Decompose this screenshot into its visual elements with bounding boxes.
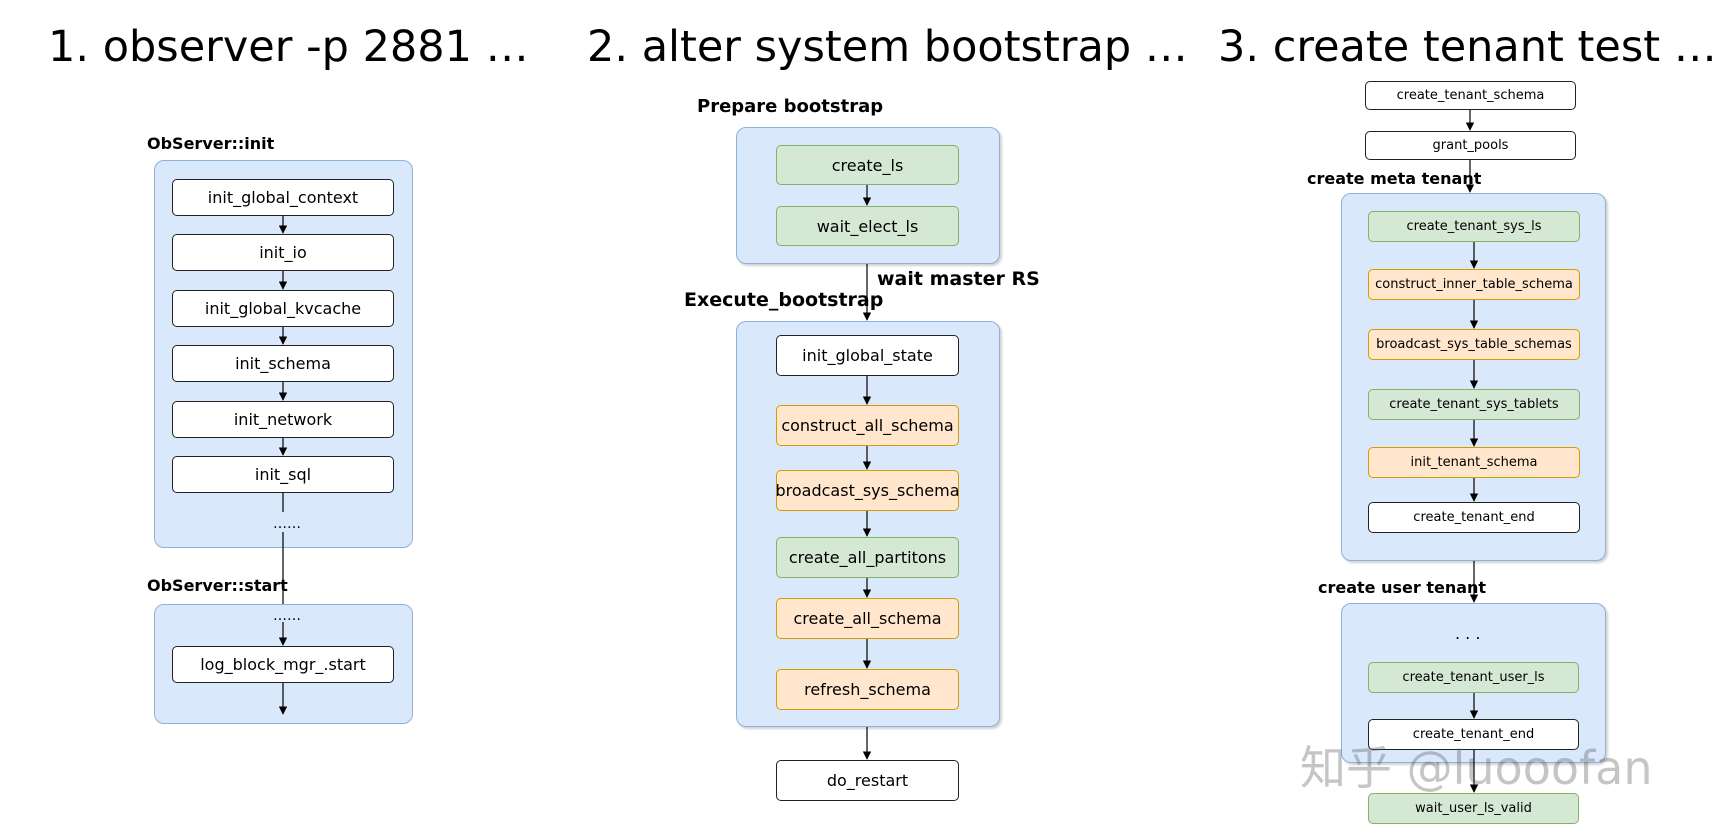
construct-inner-table-schema-node: construct_inner_table_schema xyxy=(1368,269,1580,300)
wait-elect-ls-node: wait_elect_ls xyxy=(776,206,959,246)
grant-pools-node: grant_pools xyxy=(1365,131,1576,160)
wait-user-ls-valid-node: wait_user_ls_valid xyxy=(1368,793,1579,824)
init-ellipsis: …… xyxy=(273,516,301,532)
observer-init-label: ObServer::init xyxy=(147,134,275,153)
start-ellipsis: …… xyxy=(273,608,301,624)
prepare-bootstrap-label: Prepare bootstrap xyxy=(697,96,884,117)
init-schema-node: init_schema xyxy=(172,345,394,382)
init-global-kvcache-node: init_global_kvcache xyxy=(172,290,394,327)
step2-title: 2. alter system bootstrap … xyxy=(587,22,1188,72)
execute-bootstrap-label: Execute_bootstrap xyxy=(684,289,884,311)
broadcast-sys-table-schemas-node: broadcast_sys_table_schemas xyxy=(1368,329,1580,360)
init-io-node: init_io xyxy=(172,234,394,271)
broadcast-sys-schema-node: broadcast_sys_schema xyxy=(776,470,960,511)
create-tenant-end-meta-node: create_tenant_end xyxy=(1368,502,1580,533)
execute-bootstrap-panel xyxy=(736,321,1000,727)
create-tenant-sys-tablets-node: create_tenant_sys_tablets xyxy=(1368,389,1580,420)
create-meta-tenant-label: create meta tenant xyxy=(1307,169,1482,188)
create-all-partitons-node: create_all_partitons xyxy=(776,537,959,578)
construct-all-schema-node: construct_all_schema xyxy=(776,405,959,446)
create-all-schema-node: create_all_schema xyxy=(776,598,959,639)
create-tenant-end-user-node: create_tenant_end xyxy=(1368,719,1579,750)
refresh-schema-node: refresh_schema xyxy=(776,669,959,710)
create-tenant-user-ls-node: create_tenant_user_ls xyxy=(1368,662,1579,693)
create-tenant-schema-node: create_tenant_schema xyxy=(1365,81,1576,110)
observer-start-label: ObServer::start xyxy=(147,576,288,595)
do-restart-node: do_restart xyxy=(776,760,959,801)
step1-title: 1. observer -p 2881 … xyxy=(48,22,529,72)
init-tenant-schema-node: init_tenant_schema xyxy=(1368,447,1580,478)
init-network-node: init_network xyxy=(172,401,394,438)
zhihu-watermark: 知乎 @luooofan xyxy=(1300,741,1653,795)
init-global-state-node: init_global_state xyxy=(776,335,959,376)
create-user-tenant-label: create user tenant xyxy=(1318,578,1487,597)
create-ls-node: create_ls xyxy=(776,145,959,185)
wait-master-rs-label: wait master RS xyxy=(877,268,1040,290)
step3-title: 3. create tenant test … xyxy=(1218,22,1717,72)
init-sql-node: init_sql xyxy=(172,456,394,493)
init-global-context-node: init_global_context xyxy=(172,179,394,216)
user-tenant-ellipsis: . . . xyxy=(1455,624,1481,643)
create-tenant-sys-ls-node: create_tenant_sys_ls xyxy=(1368,211,1580,242)
log-block-mgr-start-node: log_block_mgr_.start xyxy=(172,646,394,683)
